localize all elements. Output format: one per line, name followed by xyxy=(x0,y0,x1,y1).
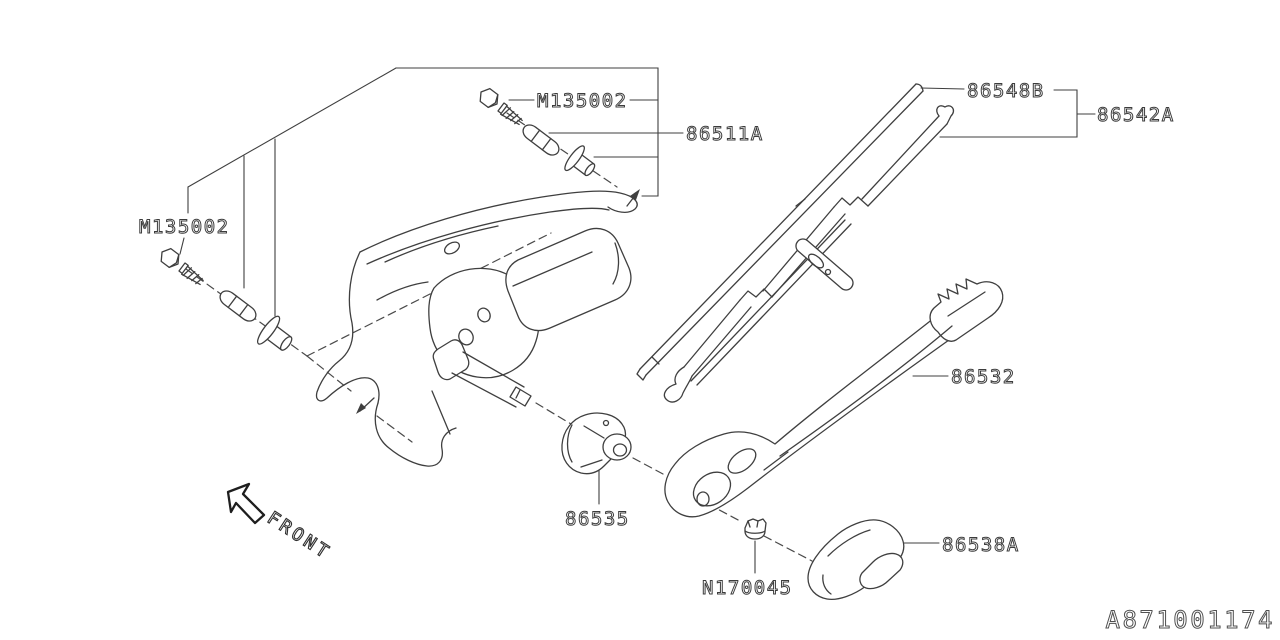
pivot-nut xyxy=(744,518,767,540)
part-label-86535: 86535 xyxy=(565,508,630,530)
mount-stud-left xyxy=(356,397,375,414)
bolt-left xyxy=(160,247,204,286)
front-label: FRONT xyxy=(263,508,335,565)
part-label-m135002-left: M135002 xyxy=(139,216,230,238)
part-label-86542a: 86542A xyxy=(1097,104,1175,126)
spacer-washer-top xyxy=(564,145,596,177)
part-label-m135002-top: M135002 xyxy=(537,90,628,112)
part-label-n170045: N170045 xyxy=(702,577,793,599)
part-label-86548b: 86548B xyxy=(967,80,1045,102)
blade-rubber-strip xyxy=(636,83,924,381)
drawing-number: A871001174 xyxy=(1106,606,1276,634)
pivot-grommet xyxy=(561,412,632,475)
mount-pad-left xyxy=(219,290,257,322)
front-arrow-icon xyxy=(226,482,266,525)
wiper-arm xyxy=(664,278,1004,518)
part-label-86511a: 86511A xyxy=(686,123,764,145)
part-label-86532: 86532 xyxy=(951,366,1016,388)
bolt-top xyxy=(479,87,523,126)
front-direction-indicator: FRONT xyxy=(226,482,335,565)
mount-pad-top xyxy=(522,124,560,156)
wiper-motor-assembly xyxy=(315,190,638,467)
wiper-blade-frame xyxy=(663,105,955,403)
arm-end-cap xyxy=(807,519,905,601)
part-number-labels: M135002 86511A 86548B 86542A M135002 865… xyxy=(139,80,1276,635)
pivot-stud-top xyxy=(626,189,640,207)
part-label-86538a: 86538A xyxy=(942,534,1020,556)
callout-leader-lines xyxy=(179,67,1096,574)
spacer-washer-left xyxy=(256,315,293,351)
